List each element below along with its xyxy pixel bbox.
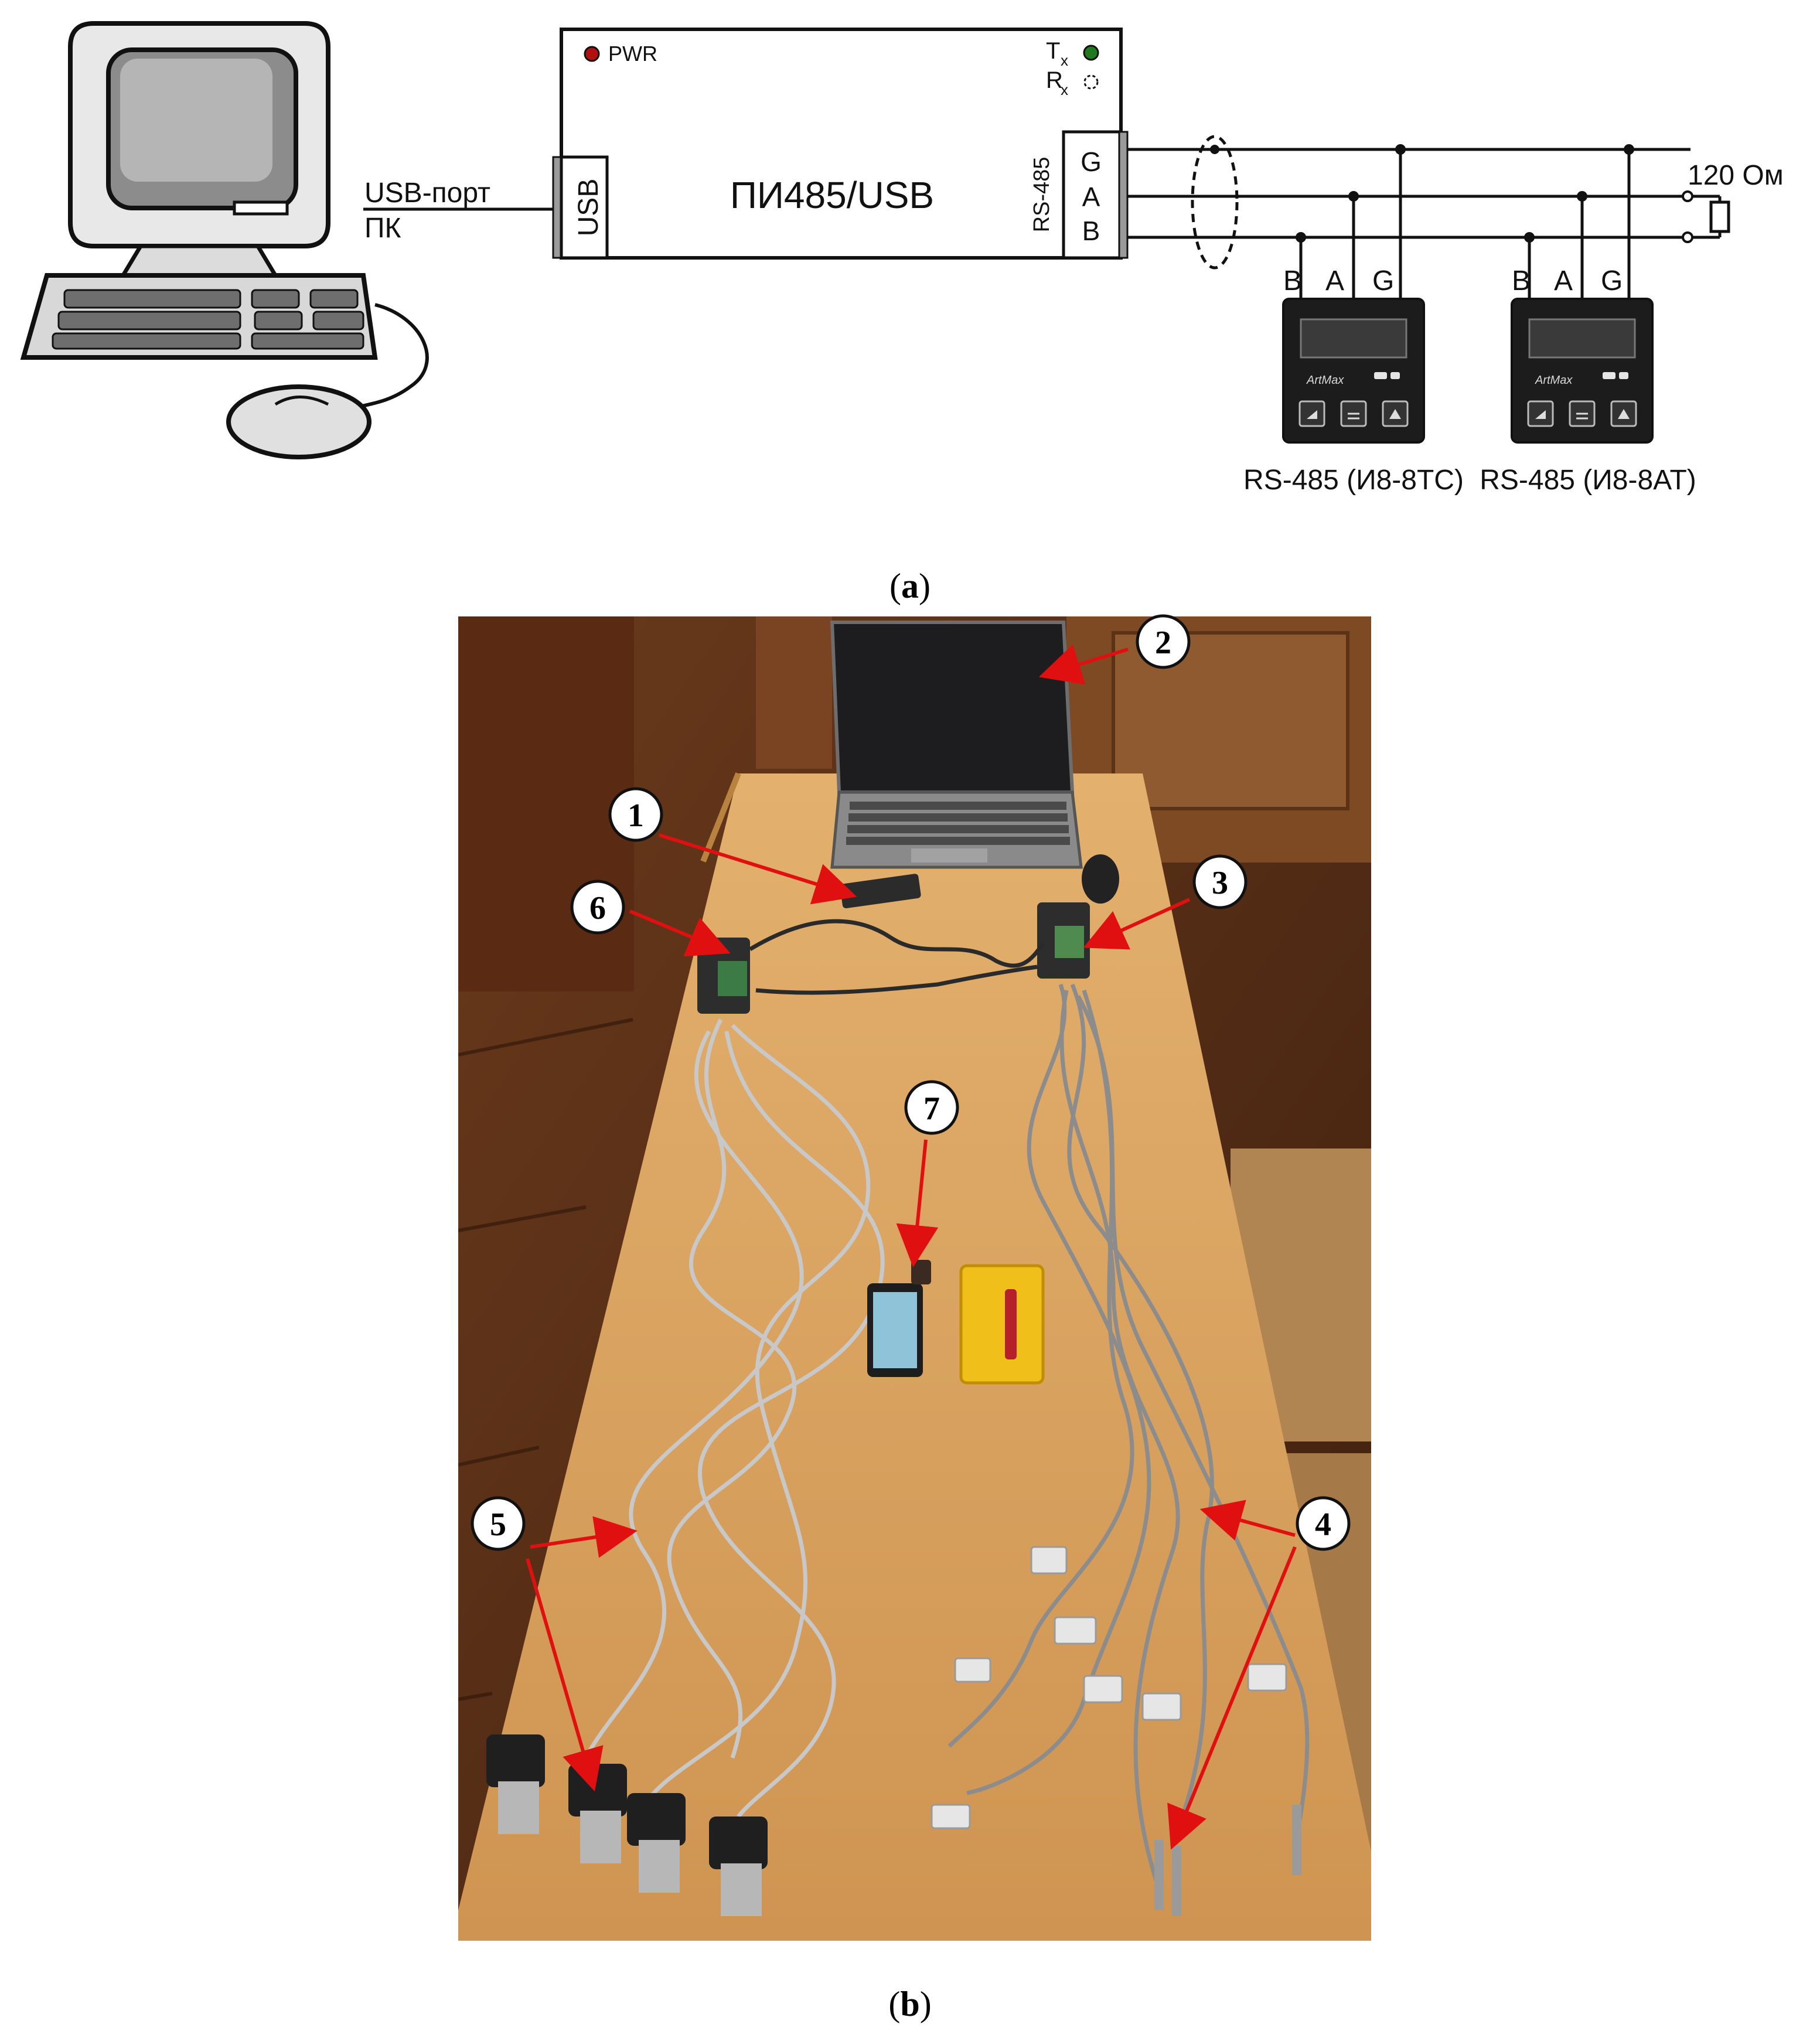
pc-link-label-line2: ПК [364,213,401,244]
wiring-diagram: USB-порт ПК USB RS-485 G A B ПИ485/USB P… [20,21,1784,496]
rx-led-icon [1083,74,1099,90]
temperature-sensors [931,1546,1287,1829]
svg-text:5: 5 [490,1507,506,1543]
device-1-meter: ArtMax [1282,298,1425,444]
usb-port-label: USB [573,179,604,237]
marker-4: 4 [1296,1496,1351,1551]
device-2-caption: RS-485 (И8-8АТ) [1480,465,1696,496]
marker-5: 5 [471,1496,526,1551]
svg-text:1: 1 [628,798,644,834]
marker-2: 2 [1136,614,1191,669]
device-1-wires [1299,149,1402,299]
device-1-pin-g: G [1372,265,1394,297]
device-2-pin-g: G [1601,265,1623,297]
device-2-pin-a: A [1554,265,1573,297]
setup-photo [458,616,1371,1941]
marker-3: 3 [1192,854,1248,909]
marker-6: 6 [570,880,625,935]
svg-text:2: 2 [1155,625,1171,661]
converter-pin-a: A [1082,182,1100,212]
svg-text:6: 6 [589,890,606,926]
computer-icon [20,21,429,459]
rs485-port-label: RS-485 [1030,157,1054,233]
converter-pin-g: G [1081,146,1102,177]
terminator-label: 120 Ом [1688,160,1784,191]
pressure-sensors [486,1734,768,1916]
device-1-pin-b: B [1283,265,1302,297]
rs485-bus [1128,148,1730,239]
callout-arrows [526,644,1297,1850]
photo-markers: 1 2 3 4 5 6 7 [471,614,1351,1551]
converter-pin-b: B [1082,216,1100,246]
device-2-wires [1528,149,1631,299]
device-1-caption: RS-485 (И8-8ТС) [1243,465,1464,496]
laptop [830,621,1083,869]
device-1-logo: ArtMax [1306,374,1344,387]
usb-converter [840,874,921,909]
marker-1: 1 [608,787,663,842]
pwr-label: PWR [608,42,657,66]
tx-subscript: x [1061,52,1068,69]
device-1-button-1 [1298,400,1325,427]
device-2-logo: ArtMax [1535,374,1573,387]
device-2-pin-b: B [1512,265,1531,297]
device-2-node-a [1577,191,1587,202]
tx-led-icon [1083,45,1099,61]
pc-link-label-line1: USB-порт [364,178,490,209]
converter-title: ПИ485/USB [730,174,934,216]
device-1-pin-a: A [1325,265,1344,297]
terminator-node-a [1682,190,1693,202]
rx-subscript: x [1061,81,1068,98]
svg-text:4: 4 [1315,1507,1331,1543]
pwr-led-icon [584,46,600,62]
svg-text:3: 3 [1212,865,1228,901]
device-1-node-a [1348,191,1359,202]
cable-shield-ellipse [1191,135,1239,270]
tx-label: T [1046,38,1060,64]
device-2-node-g [1624,144,1634,155]
device-2-meter: ArtMax [1511,298,1654,444]
terminator-node-b [1682,231,1693,243]
device-2-node-b [1524,232,1535,243]
shield-node [1210,145,1219,154]
caption-a: (a) [889,567,931,605]
device-1-node-g [1395,144,1406,155]
svg-text:7: 7 [923,1090,940,1127]
caption-b: (b) [888,1985,931,2023]
marker-7: 7 [904,1080,959,1135]
rx-label: R [1046,67,1063,93]
tool-case [959,1264,1045,1385]
converter-box: USB RS-485 G A B ПИ485/USB PWR T x R x [552,28,1129,260]
device-2-button-1 [1527,400,1554,427]
device-1-node-b [1296,232,1306,243]
